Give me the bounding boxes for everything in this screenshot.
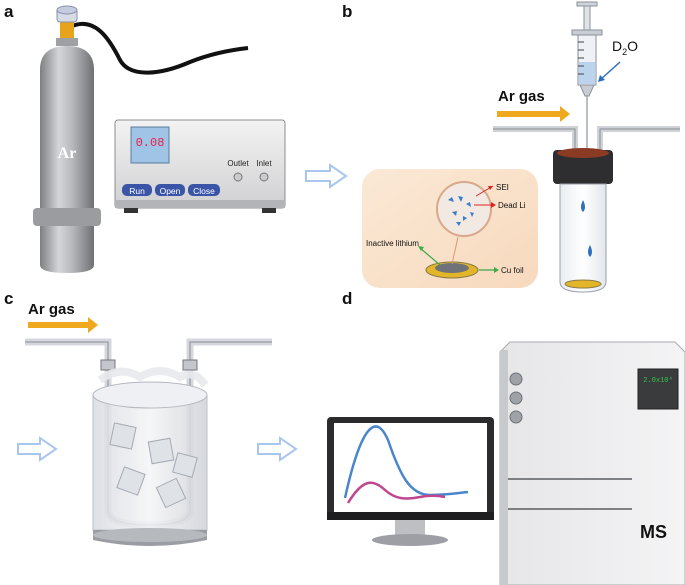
dead-li-label: Dead Li [498, 201, 526, 210]
ar-gas-label-c: Ar gas [28, 301, 75, 318]
d2o-drop-1 [581, 200, 585, 212]
ms-display [637, 368, 679, 410]
run-button-label: Run [129, 186, 145, 196]
outlet-label: Outlet [227, 159, 249, 168]
monitor-neck [395, 520, 425, 536]
panel-letter-d: d [342, 289, 353, 308]
ice-cube-1 [109, 422, 137, 450]
inlet-port [259, 172, 269, 182]
ms-label: MS [640, 522, 667, 542]
syringe-plunger-top [576, 1, 598, 7]
vapor [97, 367, 209, 388]
d2o-pointer [599, 61, 621, 81]
ice-cube-4 [155, 477, 187, 509]
syringe-flange [571, 29, 603, 36]
flow-arrow-a [305, 163, 348, 189]
panel-letter-b: b [342, 2, 353, 21]
cylinder-label: Ar [58, 145, 77, 162]
controller-display [130, 126, 170, 164]
vial-glass [559, 183, 607, 293]
monitor [327, 417, 494, 546]
syringe-graduations [578, 41, 584, 75]
sei-particles [448, 196, 474, 226]
cylinder-neck [56, 38, 78, 46]
controller-foot-right [262, 208, 276, 213]
flow-arrow-c-in [17, 436, 58, 462]
syringe-tip [579, 84, 595, 97]
cylinder-ring [33, 208, 101, 226]
inactive-lithium-label: Inactive lithium [366, 239, 419, 248]
sei-label: SEI [496, 183, 509, 192]
ar-gas-label-b: Ar gas [498, 88, 545, 105]
gas-tubes-b-outline [493, 128, 680, 152]
cylinder-valve [60, 22, 74, 38]
ms-curve-magenta [346, 481, 446, 504]
controller-base [115, 200, 285, 208]
monitor-bezel-bottom [327, 512, 494, 520]
li-inset [362, 169, 538, 288]
inactive-li-layer [435, 263, 469, 273]
open-button[interactable] [155, 184, 185, 196]
syringe-liquid [579, 62, 595, 84]
d2o-pointer-head [598, 75, 605, 82]
close-button-label: Close [193, 186, 215, 196]
beaker-rim [92, 381, 208, 409]
inlet-label: Inlet [256, 159, 272, 168]
ms-side [500, 350, 508, 585]
sei-arrowhead [488, 186, 493, 190]
beaker-base-top [93, 528, 207, 542]
ice-cube-5 [172, 452, 198, 478]
flow-arrow-c-out [257, 436, 298, 462]
cu-foil-label: Cu foil [501, 266, 524, 275]
magnify-line [451, 236, 459, 265]
open-button-label: Open [160, 186, 181, 196]
ms-curve-blue [343, 425, 469, 499]
controller-foot-left [124, 208, 138, 213]
cu-arrowhead [494, 267, 499, 273]
controller-display-value: 0.08 [136, 136, 165, 150]
close-button[interactable] [188, 184, 220, 196]
ar-gas-arrow-b [497, 106, 570, 122]
panel-letter-a: a [4, 2, 14, 21]
vial-cap [553, 150, 613, 184]
syringe-plunger-rod [583, 5, 591, 31]
vial-cu-foil [564, 279, 602, 289]
ms-display-value: 2.0x10⁴ [643, 377, 672, 385]
ice-cube-2 [147, 437, 175, 465]
dead-li-arrowhead [491, 202, 496, 208]
d2o-label: D2O [612, 38, 638, 57]
valve-top [56, 5, 78, 15]
controller-buttons [122, 184, 220, 196]
ms-knob-2[interactable] [509, 391, 523, 405]
run-button[interactable] [122, 184, 152, 196]
inactive-arrowhead [418, 246, 424, 251]
cold-trap-beaker [92, 367, 209, 546]
magnified-circle [436, 181, 492, 237]
tube-clamp-right [182, 359, 198, 371]
tube-clamp-left [100, 359, 116, 371]
mass-spectrometer [499, 341, 685, 585]
ms-knob-1[interactable] [509, 372, 523, 386]
gas-hose [69, 22, 249, 75]
d2o-drop-2 [588, 245, 592, 257]
syringe [571, 1, 603, 150]
ice-cube-3 [116, 466, 146, 496]
inactive-arrow [419, 247, 441, 266]
outlet-port [233, 172, 243, 182]
vial-septum [557, 148, 609, 158]
monitor-stand [372, 534, 448, 546]
ar-gas-arrow-c [28, 317, 98, 333]
gas-cylinder [33, 5, 249, 273]
ms-knob-3[interactable] [509, 410, 523, 424]
panel-letter-c: c [4, 289, 14, 308]
reaction-vial [553, 148, 613, 293]
